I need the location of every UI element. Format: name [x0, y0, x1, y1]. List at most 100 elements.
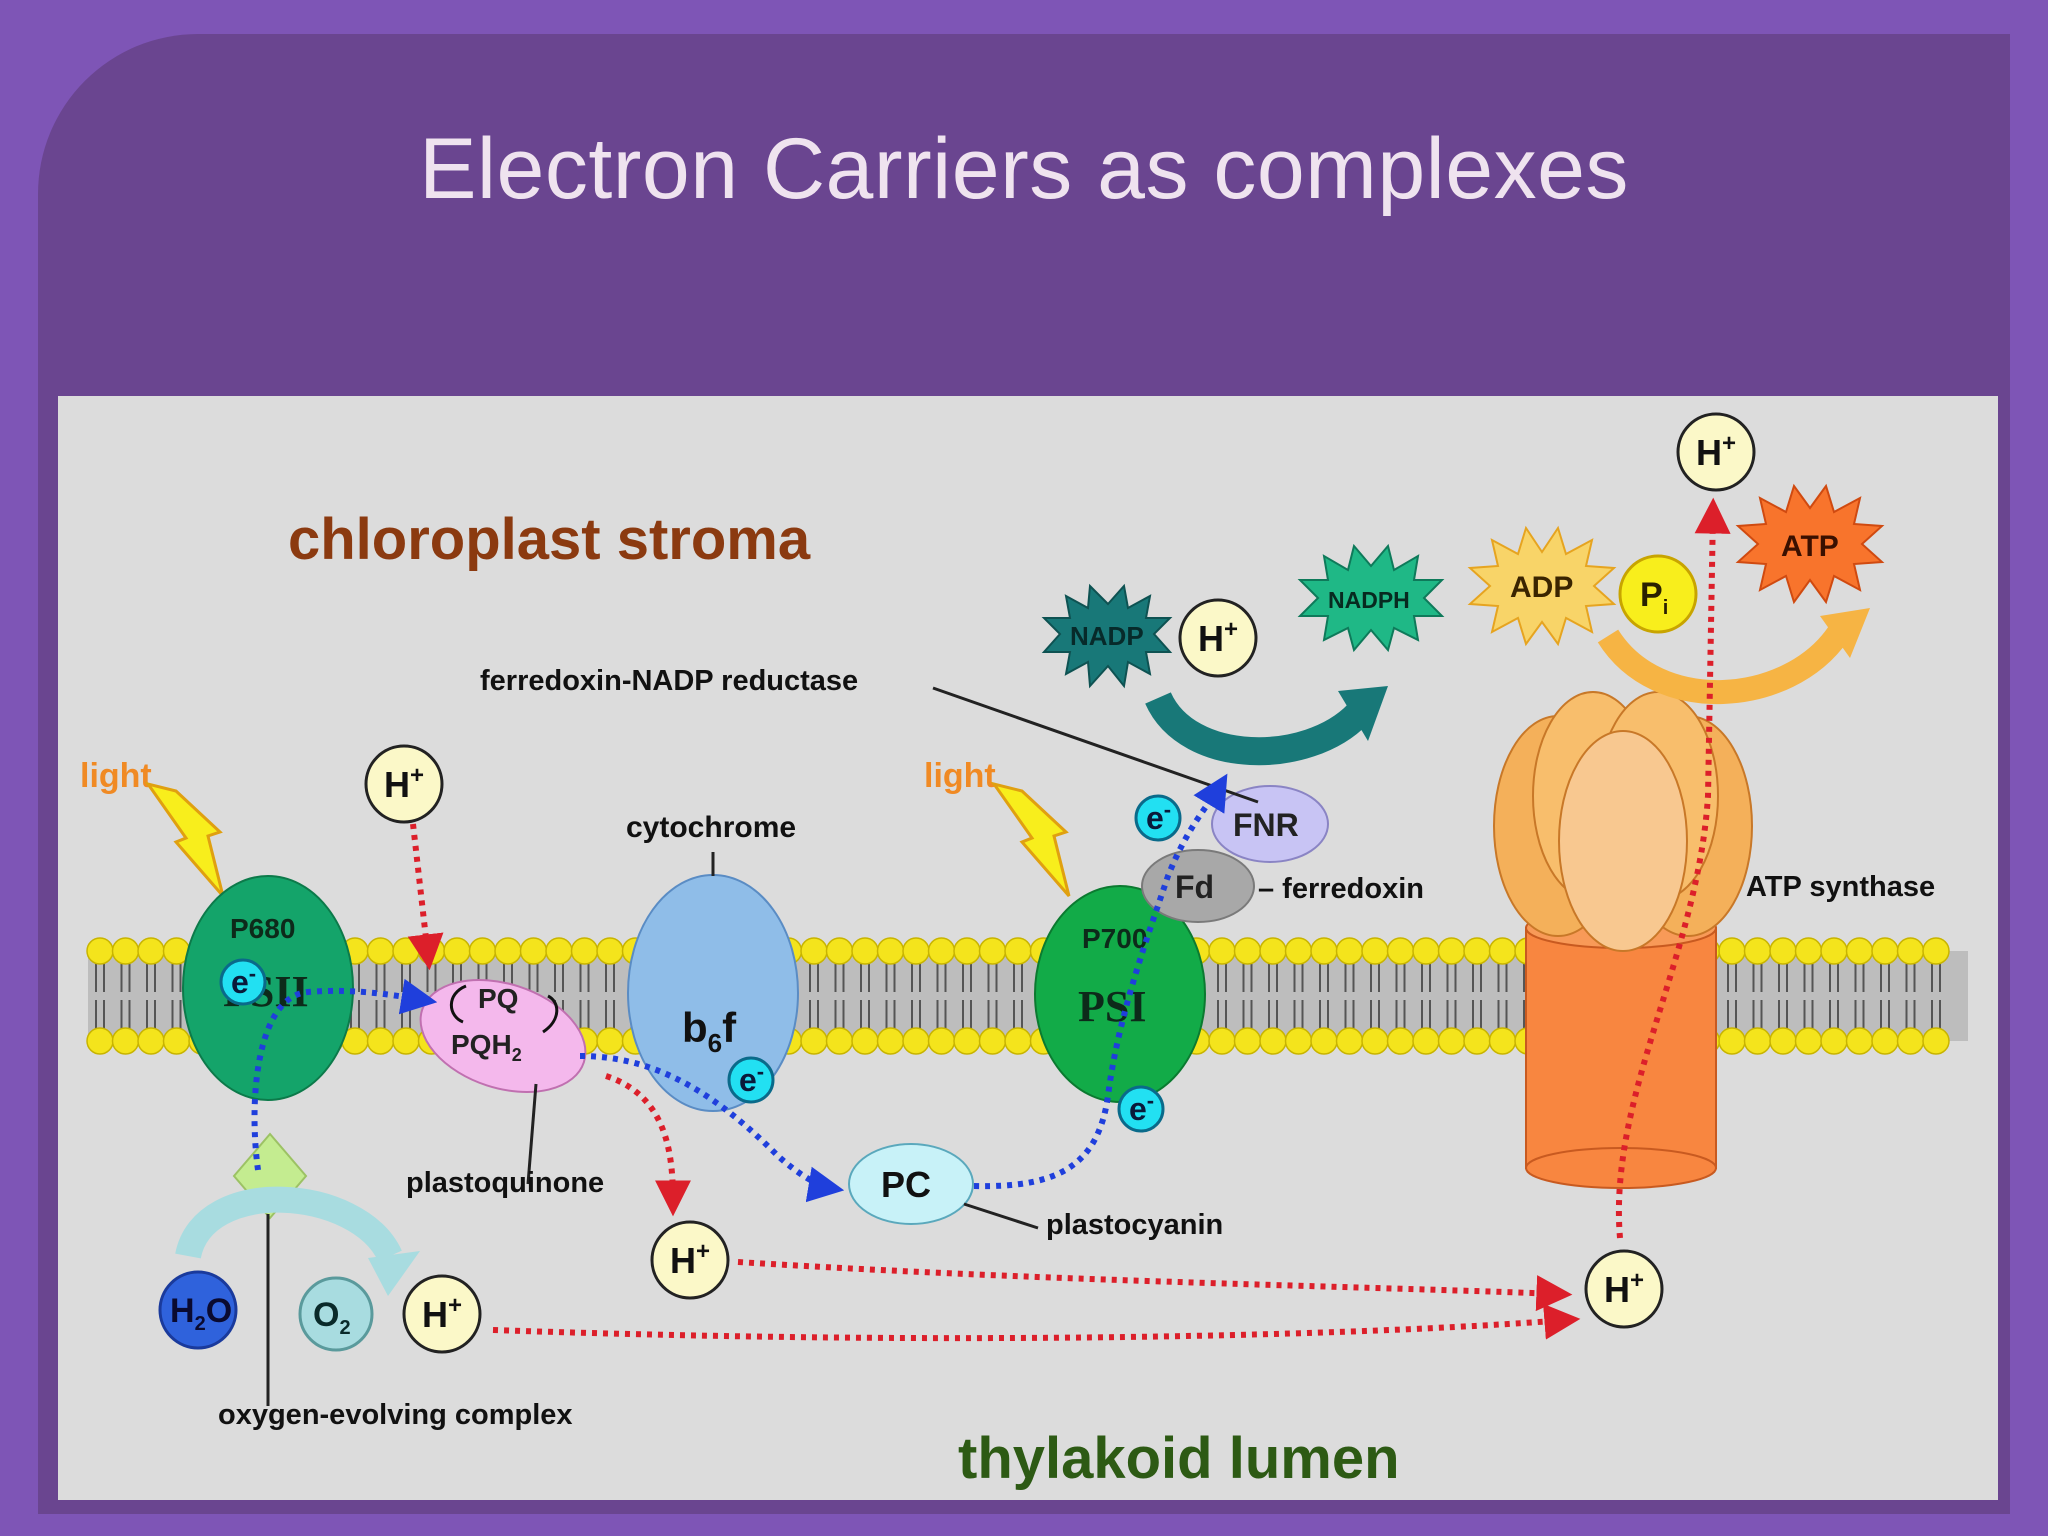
b6f-f: f: [722, 1004, 737, 1051]
proton-plus: +: [696, 1238, 710, 1265]
light-right-label: light: [924, 757, 996, 795]
electron-e: e: [231, 964, 249, 1000]
svg-text:O2: O2: [313, 1296, 351, 1339]
proton-icon: H+: [650, 1220, 730, 1300]
light-right: light: [924, 757, 1071, 897]
oxygen-sub: 2: [339, 1317, 350, 1339]
electron-icon: e-: [1134, 794, 1182, 842]
svg-text:e-: e-: [739, 1059, 764, 1098]
lightning-left-icon: [144, 781, 225, 897]
svg-text:H+: H+: [670, 1238, 710, 1281]
electron-minus: -: [249, 961, 256, 986]
proton-plus: +: [410, 762, 424, 789]
electron-minus: -: [757, 1059, 764, 1084]
proton-plus: +: [1722, 430, 1736, 457]
nadp-burst-icon: [1041, 583, 1173, 689]
proton-icon: H+: [1178, 598, 1258, 678]
proton-plus: +: [448, 1292, 462, 1319]
nadp-reduction: NADP NADPH: [1041, 543, 1445, 766]
light-left: light: [80, 757, 225, 897]
plastocyanin-name: PC: [881, 1164, 931, 1205]
nadph-burst-icon: [1297, 543, 1445, 653]
electron-icon: e-: [1117, 1085, 1165, 1133]
atp-synthase-caption: ATP synthase: [1746, 871, 1935, 903]
lightning-right-icon: [990, 781, 1071, 897]
adp-label: ADP: [1510, 571, 1573, 604]
electron-e: e: [739, 1062, 757, 1098]
ferredoxin-caption: – ferredoxin: [1258, 873, 1424, 905]
psii-body: [182, 875, 354, 1101]
ferredoxin-name: Fd: [1175, 869, 1214, 905]
oxygen-molecule: O2: [298, 1276, 374, 1352]
water-molecule: H2O: [158, 1270, 238, 1350]
electron-e: e: [1146, 800, 1164, 836]
proton-h: H: [422, 1294, 448, 1335]
electron-minus: -: [1147, 1088, 1154, 1113]
plastocyanin-caption: plastocyanin: [1046, 1209, 1223, 1241]
photosynthesis-diagram: chloroplast stroma thylakoid lumen light…: [58, 396, 1998, 1500]
plastoquinone-caption: plastoquinone: [406, 1167, 604, 1199]
psii-p680-label: P680: [230, 913, 295, 944]
electrons: e-e-e-e-: [219, 794, 1182, 1133]
svg-text:e-: e-: [1129, 1088, 1154, 1127]
electron-path: [251, 773, 1228, 1203]
pqh-sub: 2: [512, 1045, 522, 1065]
svg-text:H+: H+: [1604, 1267, 1644, 1310]
electron-e: e: [1129, 1091, 1147, 1127]
svg-text:PQH2: PQH2: [451, 1029, 522, 1065]
atp-label: ATP: [1781, 530, 1839, 563]
atp-synthase: ATP synthase: [1493, 691, 1935, 1189]
electron-icon: e-: [219, 958, 267, 1006]
oxygen-o: O: [313, 1296, 339, 1334]
phosphorylation: ADP Pi ATP: [1467, 483, 1885, 704]
cytochrome-b6f: cytochrome b6f: [626, 811, 799, 1112]
pq-label: PQ: [478, 983, 518, 1014]
svg-text:H+: H+: [384, 762, 424, 805]
plastocyanin-body: [848, 1143, 974, 1225]
b6f-b: b: [682, 1004, 708, 1051]
nadph-label: NADPH: [1328, 587, 1410, 613]
svg-text:H+: H+: [1198, 616, 1238, 659]
proton-icon: H+: [1584, 1249, 1664, 1329]
fnr-body: [1211, 785, 1329, 863]
psi-p700-label: P700: [1082, 923, 1147, 954]
oec-caption: oxygen-evolving complex: [218, 1399, 573, 1431]
b6f-sub: 6: [708, 1028, 722, 1058]
proton-h: H: [1604, 1269, 1630, 1310]
proton-plus: +: [1224, 616, 1238, 643]
water-h: H: [170, 1292, 195, 1330]
cytochrome-caption: cytochrome: [626, 811, 796, 844]
svg-text:H2O: H2O: [170, 1292, 232, 1335]
proton-h: H: [1696, 432, 1722, 473]
proton-icon: H+: [402, 1274, 482, 1354]
adp-burst-icon: [1467, 525, 1617, 647]
proton-h: H: [1198, 618, 1224, 659]
proton-h: H: [384, 764, 410, 805]
proton-icon: H+: [1676, 412, 1756, 492]
svg-text:H+: H+: [422, 1292, 462, 1335]
proton-plus: +: [1630, 1267, 1644, 1294]
atp-synthase-stalk: [1525, 927, 1717, 1169]
oxygen-evolving-complex: oxygen-evolving complex: [175, 1132, 573, 1431]
pi-sub: i: [1663, 597, 1669, 619]
nadp-label: NADP: [1070, 621, 1144, 651]
phosphate: Pi: [1618, 554, 1698, 634]
plastoquinone: PQ PQH2 plastoquinone: [406, 979, 604, 1199]
slide-title: Electron Carriers as complexes: [419, 121, 1629, 217]
svg-text:Pi: Pi: [1640, 576, 1668, 619]
fnr: FNR ferredoxin-NADP reductase: [480, 665, 1329, 863]
water-sub: 2: [195, 1313, 206, 1335]
proton-paths: [407, 497, 1731, 1342]
electron-icon: e-: [727, 1056, 775, 1104]
svg-text:b6f: b6f: [682, 1004, 737, 1058]
ferredoxin: Fd – ferredoxin: [1141, 849, 1424, 923]
atp-synthase-head: [1493, 691, 1753, 952]
fnr-name: FNR: [1233, 807, 1299, 843]
svg-text:e-: e-: [231, 961, 256, 1000]
psi-name: PSI: [1078, 982, 1146, 1031]
electron-minus: -: [1164, 797, 1171, 822]
svg-text:e-: e-: [1146, 797, 1171, 836]
water-o: O: [206, 1292, 232, 1330]
plastocyanin: PC plastocyanin: [848, 1143, 1223, 1241]
